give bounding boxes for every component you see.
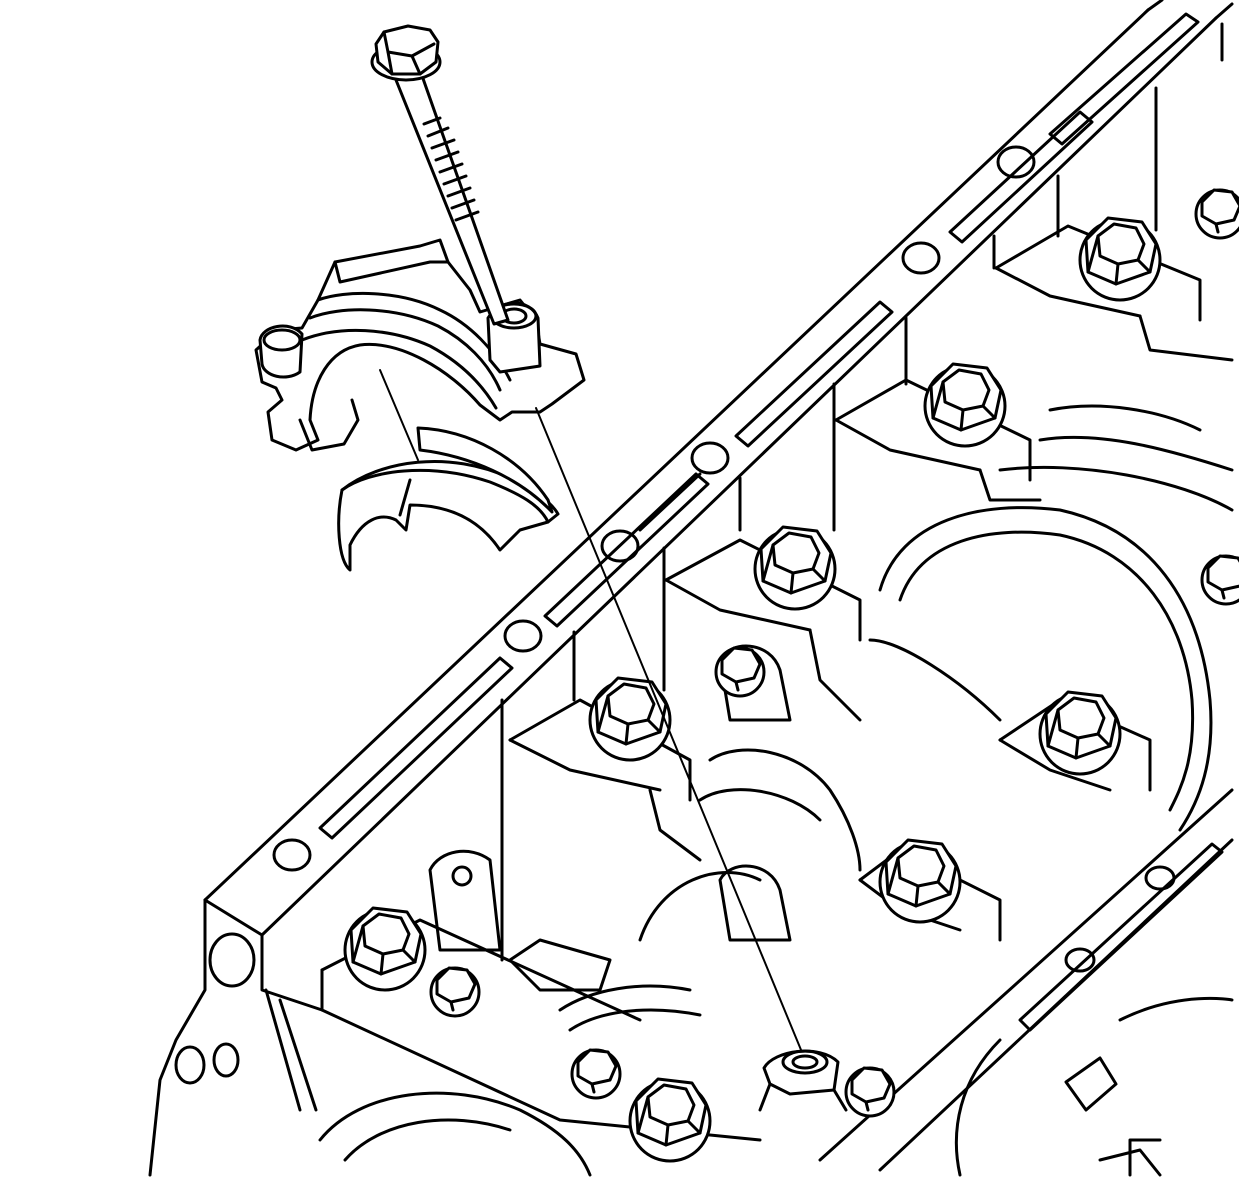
bulkhead-webs xyxy=(500,22,1224,962)
hex-nut-icon xyxy=(844,1066,896,1118)
hex-head-bolt-icon xyxy=(923,362,1007,448)
hex-nut-icon xyxy=(570,1048,622,1100)
bearing-shell-icon xyxy=(337,426,560,572)
rail-slots xyxy=(318,12,1200,840)
hex-head-bolt-icon xyxy=(588,676,672,762)
hex-head-bolt-icon xyxy=(1078,216,1162,302)
rail-bolt-holes xyxy=(272,145,1036,872)
engine-block xyxy=(148,0,1234,1177)
hex-head-bolt-icon xyxy=(343,906,427,992)
hex-head-bolt-icon xyxy=(753,525,837,611)
right-lower-rail xyxy=(818,788,1234,1177)
crankshaft xyxy=(318,404,1234,1177)
pan-rail-inner-edge xyxy=(260,16,1218,937)
hex-head-bolt-icon xyxy=(1038,690,1122,776)
hex-nut-icon xyxy=(714,646,766,698)
main-bearing-cap-icon xyxy=(254,238,586,452)
hex-nut-icon xyxy=(1200,554,1239,606)
target-bore xyxy=(758,1049,848,1112)
hex-head-bolt-icon xyxy=(628,1077,712,1163)
pan-rail-outer-edge xyxy=(203,8,1150,902)
alignment-lines xyxy=(379,369,807,1063)
front-cover xyxy=(174,849,1162,1177)
hex-head-bolt-icon xyxy=(878,838,962,924)
hex-nut-icon xyxy=(1194,188,1239,240)
pan-rail-lower-edge xyxy=(148,898,207,1177)
cap-bolt-icon xyxy=(370,24,510,326)
hex-nut-icon xyxy=(429,966,481,1018)
